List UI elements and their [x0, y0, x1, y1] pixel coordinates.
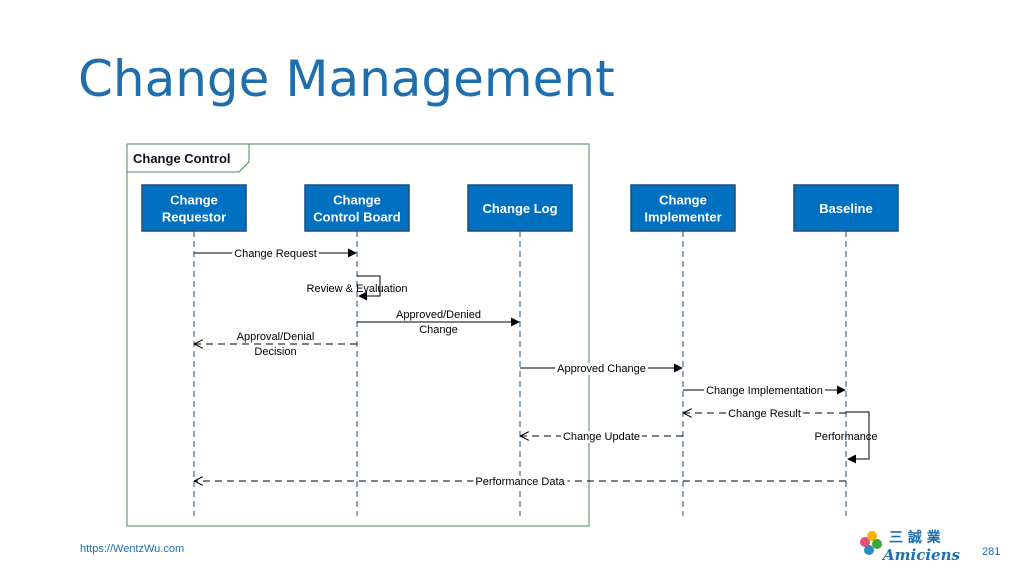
frame-label-tab — [126, 143, 250, 173]
message-label: Change Implementation — [706, 385, 823, 397]
participant-rect — [304, 184, 410, 232]
message-label: Change Update — [563, 431, 640, 443]
participant-label: Requestor — [162, 210, 226, 225]
participant-label: Baseline — [819, 201, 872, 216]
label-background — [555, 363, 648, 375]
page-number: 281 — [982, 546, 1001, 558]
message: Performance Data — [195, 476, 846, 488]
message: Performance — [815, 411, 878, 464]
logo-brand-text: Amiciens — [881, 546, 960, 564]
message-label: Change Result — [728, 408, 801, 420]
participant-rect — [630, 184, 736, 232]
participant-label: Change — [170, 193, 218, 208]
logo-flower-icon: 三 誠 業 Amiciens — [860, 529, 960, 564]
label-background — [560, 431, 643, 443]
participant-label: Implementer — [644, 210, 721, 225]
message-label: Performance Data — [475, 476, 565, 488]
page-title: Change Management — [78, 50, 615, 108]
message-label: Change Request — [234, 248, 317, 260]
participant-rect — [793, 184, 899, 232]
message-arrow — [357, 275, 381, 301]
label-background — [726, 408, 803, 420]
logo-chinese-text: 三 誠 業 — [889, 529, 942, 546]
label-background — [704, 385, 825, 397]
message-label: Change — [419, 324, 458, 336]
message-label: Decision — [254, 346, 296, 358]
footer-url[interactable]: https://WentzWu.com — [80, 543, 185, 555]
message-label: Approved Change — [557, 363, 646, 375]
frame-label: Change Control — [133, 151, 231, 166]
participant-label: Change — [333, 193, 381, 208]
message: Change Update — [521, 431, 683, 443]
participant-rect — [141, 184, 247, 232]
participant-label: Control Board — [313, 210, 400, 225]
message: Review & Evaluation — [307, 275, 408, 301]
message-arrow — [846, 411, 870, 464]
participant-box: Baseline — [793, 184, 899, 232]
participant-label: Change — [659, 193, 707, 208]
participant-label: Change Log — [482, 201, 557, 216]
message: Change Result — [684, 408, 846, 420]
message: Approved Change — [520, 363, 683, 375]
label-background — [473, 476, 568, 488]
message: Change Implementation — [683, 385, 846, 397]
message: Change Request — [194, 248, 357, 260]
change-control-frame — [126, 143, 590, 527]
participant-box: Change Log — [467, 184, 573, 232]
label-background — [232, 248, 319, 260]
message-label: Performance — [815, 431, 878, 443]
message-label: Review & Evaluation — [307, 283, 408, 295]
company-logo: 三 誠 業 Amiciens — [855, 526, 965, 566]
message-label: Approved/Denied — [396, 309, 481, 321]
participant-rect — [467, 184, 573, 232]
message-label: Approval/Denial — [237, 331, 315, 343]
